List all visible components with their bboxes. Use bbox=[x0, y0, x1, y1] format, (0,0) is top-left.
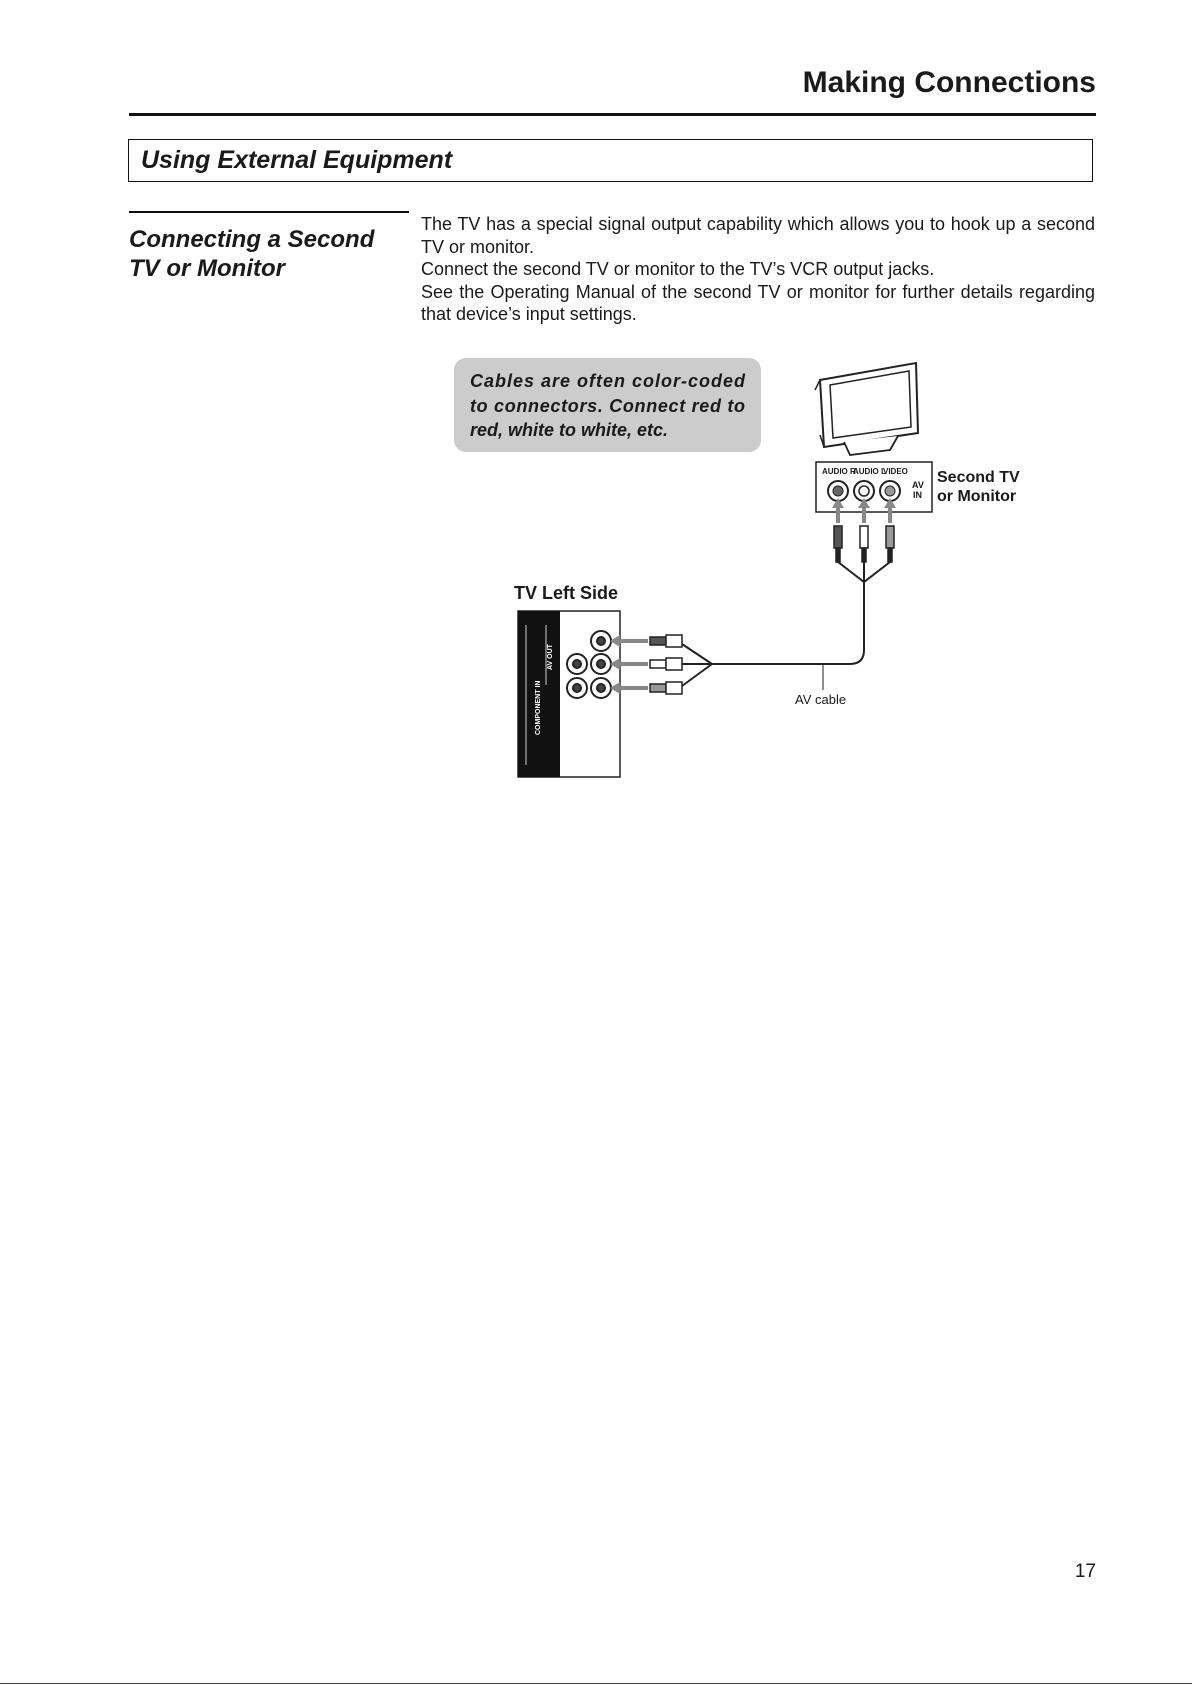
tv-side-label: TV Left Side bbox=[514, 583, 618, 603]
arrows-to-av-in bbox=[832, 498, 896, 523]
av-in-label-line2: IN bbox=[913, 490, 922, 500]
av-in-jacks bbox=[827, 480, 901, 502]
subsection-rule bbox=[129, 211, 409, 213]
chapter-title: Making Connections bbox=[802, 66, 1096, 99]
body-paragraph-1: The TV has a special signal output capab… bbox=[421, 214, 1095, 257]
body-paragraph-2: Connect the second TV or monitor to the … bbox=[421, 259, 935, 279]
page-bottom-rule bbox=[0, 1683, 1192, 1684]
monitor-label-line1: Second TV bbox=[937, 469, 1020, 486]
panel-label-component-in: COMPONENT IN bbox=[535, 681, 542, 735]
jack-label-audio-l: AUDIO L bbox=[853, 467, 886, 476]
av-in-label-line1: AV bbox=[912, 480, 924, 490]
subsection-title-line1: Connecting a Second bbox=[129, 226, 375, 253]
note-line-1: Cables are often color-coded bbox=[470, 371, 746, 391]
jack-label-audio-r: AUDIO R bbox=[822, 467, 856, 476]
arrows-to-tv-side bbox=[610, 635, 648, 694]
jack-label-video: VIDEO bbox=[883, 467, 908, 476]
note-line-3: red, white to white, etc. bbox=[470, 420, 668, 440]
section-title: Using External Equipment bbox=[141, 146, 453, 174]
page-number: 17 bbox=[1074, 1561, 1096, 1582]
body-paragraph-3: See the Operating Manual of the second T… bbox=[421, 281, 1095, 325]
connection-diagram: Cables are often color-coded to connecto… bbox=[454, 358, 1020, 778]
lower-rca-plugs bbox=[649, 634, 683, 695]
upper-rca-plugs bbox=[833, 525, 895, 563]
tv-side-jacks bbox=[566, 630, 612, 699]
monitor-icon bbox=[814, 361, 920, 456]
header-rule bbox=[129, 113, 1096, 116]
note-box bbox=[454, 358, 761, 452]
panel-label-av-out: AV OUT bbox=[547, 643, 554, 670]
monitor-label-line2: or Monitor bbox=[937, 488, 1016, 505]
av-cable bbox=[681, 561, 891, 687]
body-text: The TV has a special signal output capab… bbox=[421, 213, 1095, 326]
subsection-title: Connecting a Second TV or Monitor bbox=[129, 225, 399, 283]
note-line-2: to connectors. Connect red to bbox=[470, 396, 745, 416]
cable-label: AV cable bbox=[795, 692, 846, 707]
section-header-box: Using External Equipment bbox=[128, 139, 1093, 182]
subsection-title-line2: TV or Monitor bbox=[129, 255, 285, 282]
